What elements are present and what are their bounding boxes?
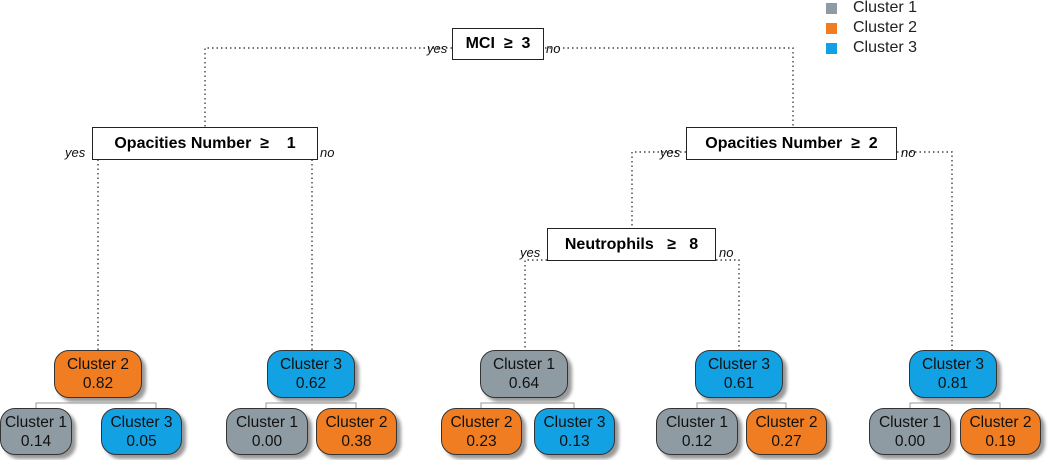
leaf-connector	[480, 402, 575, 408]
split-node-right: Opacities Number ≥ 2	[686, 127, 897, 160]
leaf-probability: 0.12	[681, 432, 713, 450]
leaf-probability: 0.81	[937, 375, 969, 392]
no-label: no	[320, 145, 335, 160]
legend-label: Cluster 2	[853, 19, 918, 36]
edge-right-yes	[631, 151, 686, 233]
leaf-node-main: Cluster 1 0.64	[480, 350, 568, 398]
yes-label: yes	[65, 145, 86, 160]
leaf-cluster-name: Cluster 2	[969, 413, 1032, 431]
leaf-node-main: Cluster 3 0.61	[695, 350, 783, 398]
leaf-node-main: Cluster 2 0.82	[54, 350, 142, 398]
edge-right-no	[897, 151, 953, 350]
leaf-node-sub: Cluster 1 0.00	[869, 408, 951, 455]
leaf-connector	[265, 402, 357, 408]
leaf-probability: 0.38	[341, 432, 372, 450]
leaf-cluster-name: Cluster 3	[543, 413, 606, 431]
leaf-node-sub: Cluster 2 0.19	[960, 408, 1041, 455]
leaf-cluster-name: Cluster 1	[492, 356, 556, 373]
split-node-neutrophils: Neutrophils ≥ 8	[547, 228, 716, 261]
legend-item-cluster3: Cluster 3	[826, 39, 917, 57]
no-label: no	[546, 41, 561, 56]
leaf-cluster-name: Cluster 3	[110, 413, 173, 431]
leaf-cluster-name: Cluster 1	[4, 413, 68, 431]
leaf-cluster-name: Cluster 2	[755, 413, 818, 431]
leaf-node-sub: Cluster 3 0.05	[101, 408, 182, 455]
edge-neutro-yes	[524, 259, 547, 350]
leaf-node-main: Cluster 3 0.81	[909, 350, 997, 398]
leaf-node-sub: Cluster 1 0.12	[656, 408, 738, 455]
leaf-node-sub: Cluster 1 0.00	[226, 408, 308, 455]
leaf-cluster-name: Cluster 3	[707, 356, 771, 373]
leaf-probability: 0.61	[723, 375, 755, 392]
legend-swatch-cluster2	[826, 22, 837, 34]
leaf-probability: 0.05	[126, 432, 157, 450]
yes-label: yes	[427, 41, 448, 56]
legend-label: Cluster 3	[853, 39, 918, 56]
leaf-probability: 0.00	[894, 432, 926, 450]
split-node-left: Opacities Number ≥ 1	[92, 127, 318, 160]
leaf-probability: 0.14	[20, 432, 52, 450]
leaf-cluster-name: Cluster 1	[665, 413, 729, 431]
legend-swatch-cluster1	[826, 2, 837, 14]
leaf-cluster-name: Cluster 1	[878, 413, 942, 431]
leaf-cluster-name: Cluster 3	[279, 356, 343, 373]
leaf-cluster-name: Cluster 2	[450, 413, 513, 431]
edge-left-no	[311, 151, 318, 350]
edge-left-yes	[92, 151, 99, 350]
leaf-cluster-name: Cluster 2	[66, 356, 130, 373]
leaf-probability: 0.27	[771, 432, 802, 450]
legend-swatch-cluster3	[826, 42, 837, 54]
leaf-probability: 0.82	[82, 375, 114, 392]
edge-root-no	[545, 47, 794, 128]
edge-root-yes	[204, 47, 452, 128]
leaf-node-sub: Cluster 3 0.13	[534, 408, 615, 455]
leaf-node-main: Cluster 3 0.62	[267, 350, 355, 398]
legend-item-cluster1: Cluster 1	[826, 0, 917, 17]
split-node-root: MCI ≥ 3	[452, 28, 544, 60]
legend-label: Cluster 1	[853, 0, 918, 16]
leaf-probability: 0.00	[251, 432, 283, 450]
leaf-connector	[696, 402, 787, 408]
yes-label: yes	[520, 245, 541, 260]
leaf-node-sub: Cluster 1 0.14	[0, 408, 72, 455]
leaf-probability: 0.64	[508, 375, 540, 392]
edge-neutro-no	[716, 259, 740, 350]
leaf-probability: 0.62	[295, 375, 327, 392]
no-label: no	[901, 145, 916, 160]
leaf-node-sub: Cluster 2 0.38	[316, 408, 397, 455]
yes-label: yes	[660, 145, 681, 160]
leaf-node-sub: Cluster 2 0.23	[441, 408, 522, 455]
leaf-cluster-name: Cluster 3	[921, 356, 985, 373]
no-label: no	[719, 245, 734, 260]
leaf-connector	[35, 402, 157, 408]
leaf-cluster-name: Cluster 2	[325, 413, 388, 431]
legend-item-cluster2: Cluster 2	[826, 19, 917, 37]
leaf-connector	[909, 402, 1001, 408]
leaf-cluster-name: Cluster 1	[235, 413, 299, 431]
leaf-node-sub: Cluster 2 0.27	[746, 408, 827, 455]
leaf-probability: 0.19	[985, 432, 1016, 450]
leaf-probability: 0.23	[466, 432, 497, 450]
leaf-probability: 0.13	[559, 432, 590, 450]
